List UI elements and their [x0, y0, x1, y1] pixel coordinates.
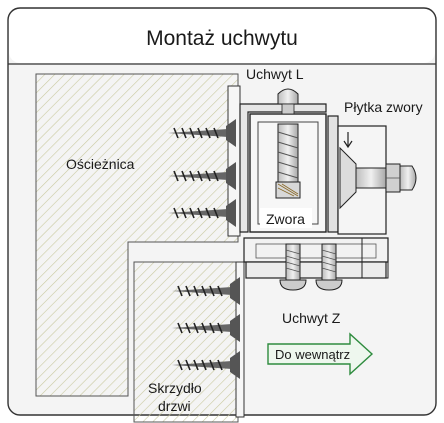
label-uchwyt-z: Uchwyt Z [282, 310, 341, 326]
z-bracket-lower [245, 261, 387, 279]
top-bolt-neck [281, 103, 295, 115]
top-bolt-head [277, 88, 299, 105]
z-bolt-left [279, 243, 307, 291]
frame-screw-2 [168, 162, 236, 190]
armature-plate [327, 115, 339, 233]
side-knob [399, 165, 417, 191]
z-bolt-right [315, 243, 343, 291]
z-bracket-tab [361, 237, 389, 279]
title-bar [9, 9, 435, 63]
label-skrzydlo-line1: Skrzydło [148, 380, 202, 396]
l-bracket [239, 103, 327, 233]
zwora-label-bg [260, 208, 312, 228]
door-frame-profile [35, 73, 239, 397]
label-oscieznica: Ościeżnica [66, 156, 135, 172]
label-skrzydlo-line2: drzwi [158, 398, 191, 414]
plate-arrow [343, 132, 353, 149]
label-uchwyt-l: Uchwyt L [246, 66, 304, 82]
z-bracket-spacer [255, 243, 377, 259]
door-screw-2 [172, 314, 240, 342]
door-screw-1 [172, 277, 240, 305]
frame-screw-3 [168, 199, 236, 227]
label-direction: Do wewnątrz [275, 347, 350, 362]
countersunk-screw [339, 146, 357, 210]
door-screw-3 [172, 351, 240, 379]
label-zwora: Zwora [266, 211, 305, 227]
direction-arrow [267, 332, 374, 376]
frame-screw-1 [168, 119, 236, 147]
label-plytka-zwory: Płytka zwory [344, 99, 423, 115]
diagram-title: Montaż uchwytu [146, 27, 298, 50]
plate-screw-shank [355, 167, 387, 189]
